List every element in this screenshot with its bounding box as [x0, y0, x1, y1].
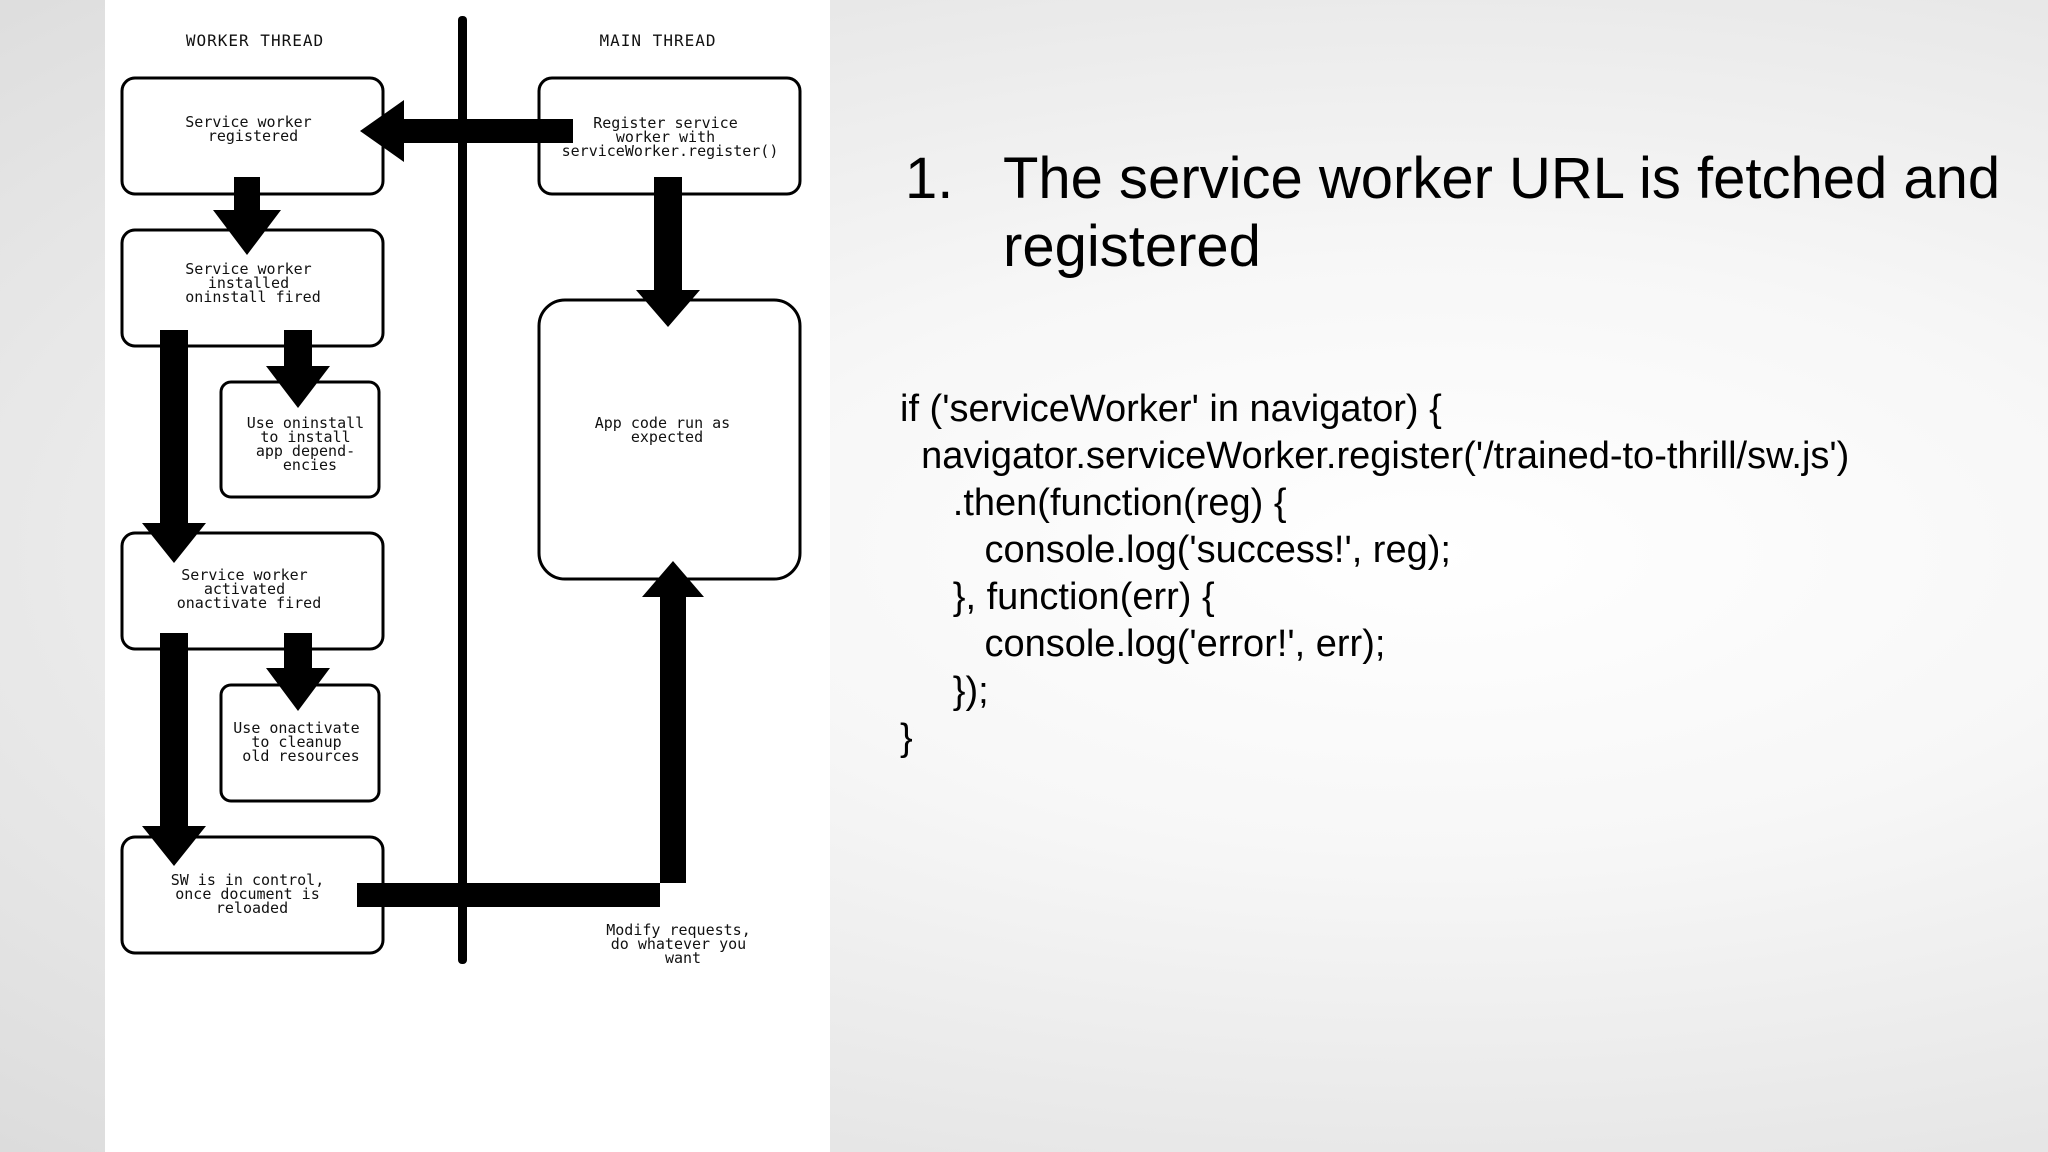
diagram-panel: WORKER THREAD MAIN THREAD Service worker…: [105, 0, 830, 1152]
arrow-register-to-app-code: [636, 177, 700, 327]
box-sw-activated-text: Service worker activated onactivate fire…: [177, 566, 322, 612]
thread-divider: [458, 16, 467, 964]
box-sw-installed-text: Service worker installed oninstall fired: [185, 260, 320, 306]
worker-thread-label: WORKER THREAD: [186, 31, 324, 50]
arrow-control-to-app-code: [357, 561, 704, 907]
box-use-onactivate-text: Use onactivate to cleanup old resources: [233, 719, 368, 765]
arrow-registered-to-installed: [213, 177, 281, 255]
code-line: navigator.serviceWorker.register('/train…: [900, 435, 1850, 477]
arrow-installed-to-activated: [142, 330, 206, 563]
arrow-activated-to-onactivate: [266, 633, 330, 711]
box-use-oninstall-text: Use oninstall to install app depend- enc…: [247, 414, 373, 474]
box-sw-registered-text: Service worker registered: [185, 113, 320, 145]
box-sw-activated: [120, 531, 385, 651]
code-line: }, function(err) {: [900, 576, 1215, 618]
box-sw-control-text: SW is in control, once document is reloa…: [171, 871, 334, 917]
title-list-number: 1.: [905, 146, 954, 211]
code-line: });: [900, 670, 989, 712]
service-worker-lifecycle-diagram: WORKER THREAD MAIN THREAD Service worker…: [120, 16, 802, 967]
code-line: .then(function(reg) {: [900, 482, 1287, 524]
title-text: The service worker URL is fetched and re…: [1003, 146, 2001, 279]
code-block: if ('serviceWorker' in navigator) { navi…: [900, 386, 1849, 762]
main-thread-label: MAIN THREAD: [600, 31, 717, 50]
code-line: console.log('success!', reg);: [900, 529, 1451, 571]
code-line: if ('serviceWorker' in navigator) {: [900, 388, 1442, 430]
box-register-text: Register service worker with serviceWork…: [562, 114, 779, 160]
modify-requests-note: Modify requests, do whatever you want: [606, 921, 760, 967]
box-app-code-text: App code run as expected: [595, 414, 740, 446]
code-line: }: [900, 717, 913, 759]
arrow-installed-to-oninstall: [266, 330, 330, 408]
code-line: console.log('error!', err);: [900, 623, 1386, 665]
arrow-register-to-registered: [360, 100, 573, 162]
arrow-activated-to-control: [142, 633, 206, 866]
